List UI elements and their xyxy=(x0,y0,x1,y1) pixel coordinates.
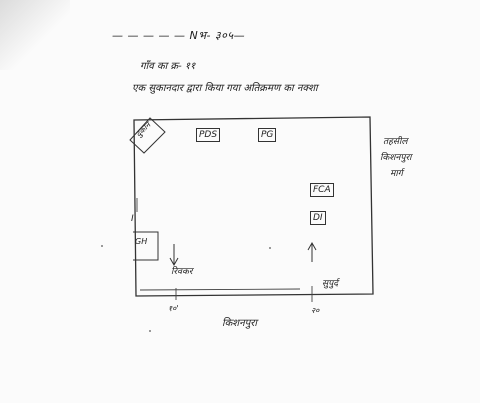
right-box-2: DI xyxy=(310,211,326,225)
top-box-2: PG xyxy=(258,128,277,142)
plan-boundary xyxy=(133,116,374,297)
heading-line-1: — — — — — Nभ- ३०५— xyxy=(112,29,246,42)
plan-inner-line xyxy=(139,288,301,291)
right-side-line-3: मार्ग xyxy=(390,169,403,179)
scan-smudge xyxy=(0,0,70,70)
heading-line-3: एक सुकानदार द्वारा किया गया अतिक्रमण का … xyxy=(132,83,318,94)
top-box-1: PDS xyxy=(196,128,221,142)
corner-box-outline xyxy=(129,117,166,154)
left-box-outline xyxy=(133,231,159,261)
bottom-left-label: रिवकर xyxy=(171,267,193,277)
bottom-tick-label: १०' xyxy=(168,304,179,313)
heading-line-2: गाँव का क्र- ११ xyxy=(140,61,196,72)
stray-dot xyxy=(149,330,151,332)
stray-dot xyxy=(101,245,103,247)
left-mark: I xyxy=(131,214,134,224)
up-arrow-head xyxy=(307,241,317,251)
bottom-road-label: किशनपुरा xyxy=(222,318,257,329)
stray-dot xyxy=(269,247,271,249)
right-side-line-2: किशनपुरा xyxy=(380,153,412,163)
right-box-1: FCA xyxy=(310,183,334,197)
bottom-right-label: सुपुर्द xyxy=(322,279,338,289)
down-arrow-head xyxy=(169,257,179,267)
right-side-line-1: तहसील xyxy=(383,137,408,147)
bottom-right-tick-label: २० xyxy=(311,306,320,315)
left-box: GH xyxy=(135,237,148,246)
